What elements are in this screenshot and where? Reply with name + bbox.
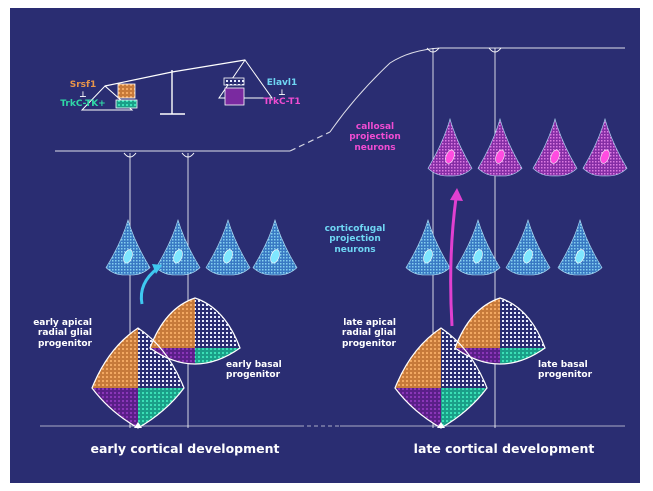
callosal-neuron-2-nucleus bbox=[495, 149, 505, 164]
callosal-neuron-3-nucleus bbox=[550, 149, 560, 164]
corticofugal-neuron-early-2-nucleus bbox=[173, 249, 183, 264]
srsf1-box bbox=[117, 83, 136, 99]
elavl1-box bbox=[223, 77, 245, 86]
early-migration-arrowhead bbox=[152, 264, 162, 274]
corticofugal-neuron-late-3 bbox=[505, 218, 551, 276]
early-apical-endfoot bbox=[123, 152, 137, 158]
callosal-label: callosal projection neurons bbox=[349, 122, 401, 153]
corticofugal-neuron-early-2 bbox=[155, 218, 201, 276]
corticofugal-neuron-late-1 bbox=[405, 218, 451, 276]
early-apical-foot bbox=[134, 422, 142, 428]
corticofugal-neuron-late-4-nucleus bbox=[575, 249, 585, 264]
srsf1-label: Srsf1 bbox=[69, 80, 97, 90]
callosal-neuron-1 bbox=[427, 117, 473, 177]
late-apical-label: late apical radial glial progenitor bbox=[341, 318, 396, 349]
elavl1-label: Elavl1 bbox=[266, 78, 298, 88]
callosal-neuron-3 bbox=[532, 117, 578, 177]
early-basal-label: early basal progenitor bbox=[226, 360, 282, 381]
trkc-tk-label: TrkC-TK+ bbox=[60, 99, 106, 109]
surface-transition-dashed bbox=[289, 131, 331, 152]
late-apical-foot bbox=[437, 422, 445, 428]
corticofugal-neuron-early-4-nucleus bbox=[270, 249, 280, 264]
corticofugal-neuron-late-1-nucleus bbox=[423, 249, 433, 264]
late-migration-arrowhead bbox=[450, 188, 463, 201]
corticofugal-label: corticofugal projection neurons bbox=[324, 224, 386, 255]
trkc-t1-box bbox=[224, 87, 245, 106]
srsf1-bar: ⊥ bbox=[79, 90, 87, 99]
corticofugal-neuron-early-3-nucleus bbox=[223, 249, 233, 264]
callosal-neuron-1-nucleus bbox=[445, 149, 455, 164]
late-migration-arrow bbox=[449, 197, 458, 327]
early-basal-progenitor-quadrant-2 bbox=[195, 298, 240, 348]
late-basal-progenitor-quadrant-2 bbox=[500, 298, 545, 348]
corticofugal-neuron-early-1-nucleus bbox=[123, 249, 133, 264]
corticofugal-neuron-early-4 bbox=[252, 218, 298, 276]
early-basal-endfoot bbox=[181, 152, 195, 158]
early-migration-arrow bbox=[139, 266, 159, 305]
callosal-neuron-4-nucleus bbox=[600, 149, 610, 164]
corticofugal-neuron-late-4 bbox=[557, 218, 603, 276]
late-development-title: late cortical development bbox=[413, 441, 595, 456]
corticofugal-neuron-late-2-nucleus bbox=[473, 249, 483, 264]
early-apical-label: early apical radial glial progenitor bbox=[33, 318, 92, 349]
cortical-surface-late bbox=[329, 47, 625, 133]
corticofugal-neuron-early-3 bbox=[205, 218, 251, 276]
trkc-tk-box bbox=[115, 99, 138, 109]
callosal-neuron-4 bbox=[582, 117, 628, 177]
late-basal-endfoot bbox=[488, 47, 502, 53]
trkc-t1-label: TrkC-T1 bbox=[263, 97, 301, 107]
callosal-neuron-2 bbox=[477, 117, 523, 177]
late-apical-endfoot bbox=[426, 47, 440, 53]
early-development-title: early cortical development bbox=[90, 441, 280, 456]
diagram-artwork bbox=[40, 47, 628, 429]
corticofugal-neuron-early-1 bbox=[105, 218, 151, 276]
late-basal-label: late basal progenitor bbox=[538, 360, 593, 381]
corticofugal-neuron-late-3-nucleus bbox=[523, 249, 533, 264]
diagram-panel: Srsf1 ⊥ TrkC-TK+ Elavl1 ⊥ TrkC-T1 callos… bbox=[10, 8, 640, 483]
late-basal-progenitor-quadrant-1 bbox=[455, 298, 500, 348]
corticofugal-neuron-late-2 bbox=[455, 218, 501, 276]
elavl1-bar: ⊥ bbox=[278, 88, 286, 97]
late-basal-outline bbox=[454, 297, 546, 365]
early-basal-outline bbox=[149, 297, 241, 365]
